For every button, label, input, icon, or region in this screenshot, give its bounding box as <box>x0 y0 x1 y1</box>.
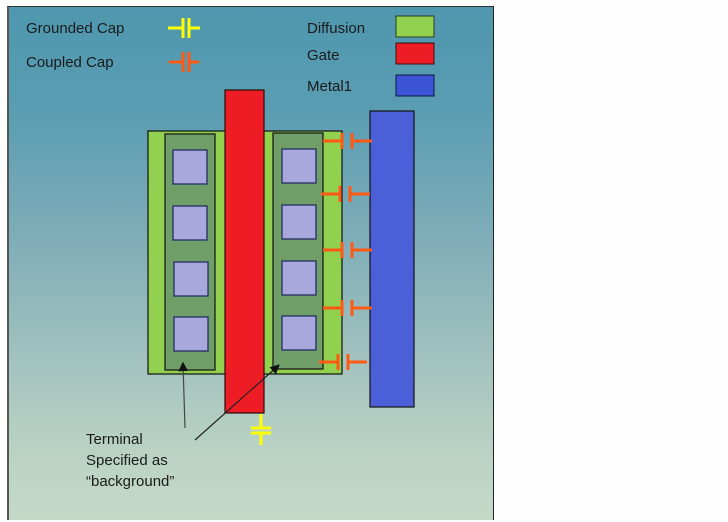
annotation-arrow-left <box>178 361 189 429</box>
grounded-cap-icon <box>251 414 271 445</box>
gate-poly <box>224 89 265 414</box>
coupled-cap-icon <box>323 133 372 149</box>
legend-diffusion-label: Diffusion <box>307 20 365 37</box>
annotation-arrow-right <box>194 364 280 441</box>
legend-gate-swatch <box>395 42 435 65</box>
contact <box>173 261 209 297</box>
annotation-line-3: “background” <box>86 473 174 490</box>
coupled-cap-icon <box>169 52 199 72</box>
legend-metal1-swatch <box>395 74 435 97</box>
annotation-line-1: Terminal <box>86 431 143 448</box>
contacts-left <box>172 149 209 352</box>
contact <box>172 149 208 185</box>
contact <box>281 260 317 296</box>
legend-grounded-cap-label: Grounded Cap <box>26 20 124 37</box>
coupled-cap-icon <box>319 354 367 370</box>
contacts-right <box>281 148 317 351</box>
contact <box>281 204 317 240</box>
grounded-cap-icon <box>168 18 200 38</box>
contact <box>281 315 317 351</box>
contact <box>172 205 208 241</box>
annotation-line-2: Specified as <box>86 452 168 469</box>
contact <box>173 316 209 352</box>
legend-coupled-cap-label: Coupled Cap <box>26 54 114 71</box>
coupled-cap-icon <box>321 186 370 202</box>
legend-metal1-label: Metal1 <box>307 78 352 95</box>
coupled-cap-icon <box>323 300 372 316</box>
legend-diffusion-swatch <box>395 15 435 38</box>
metal1-wire <box>369 110 415 408</box>
contact <box>281 148 317 184</box>
legend-gate-label: Gate <box>307 47 340 64</box>
coupled-cap-icon <box>323 242 372 258</box>
coupled-caps <box>319 133 372 370</box>
